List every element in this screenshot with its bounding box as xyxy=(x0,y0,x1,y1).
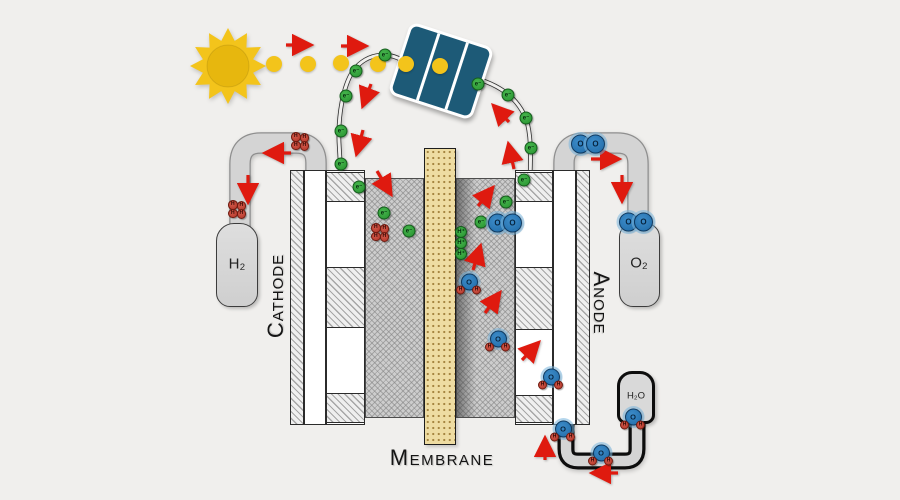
flow-arrow xyxy=(350,129,373,158)
cathode-channel-column xyxy=(325,170,366,425)
flow-arrow xyxy=(464,242,486,271)
channel-block xyxy=(325,392,366,423)
cathode-flow-channel xyxy=(304,170,326,425)
flow-arrow xyxy=(491,102,515,127)
flow-arrow xyxy=(472,184,495,210)
membrane xyxy=(424,148,456,445)
flow-arrow xyxy=(371,170,393,198)
h2o-tank-label: H₂O xyxy=(627,390,645,402)
o2-tank-label: O₂ xyxy=(630,254,648,272)
cathode-diffusion-layer xyxy=(365,178,424,418)
channel-block xyxy=(514,394,554,423)
h2-tank xyxy=(216,223,258,307)
flow-arrow xyxy=(358,83,380,110)
cathode-end-plate xyxy=(290,170,304,425)
cathode-label: Cathode xyxy=(263,253,288,339)
channel-block xyxy=(514,266,554,330)
h2-tank-label: H₂ xyxy=(228,255,246,273)
membrane-label: Membrane xyxy=(389,445,495,470)
flow-arrow xyxy=(501,140,524,170)
anode-label: Anode xyxy=(589,271,614,335)
o2-tank xyxy=(619,223,660,307)
channel-block xyxy=(325,266,366,328)
flow-arrow xyxy=(479,289,502,315)
flow-arrow xyxy=(517,339,541,364)
sun-icon xyxy=(190,28,266,104)
anode-end-plate xyxy=(576,170,590,425)
